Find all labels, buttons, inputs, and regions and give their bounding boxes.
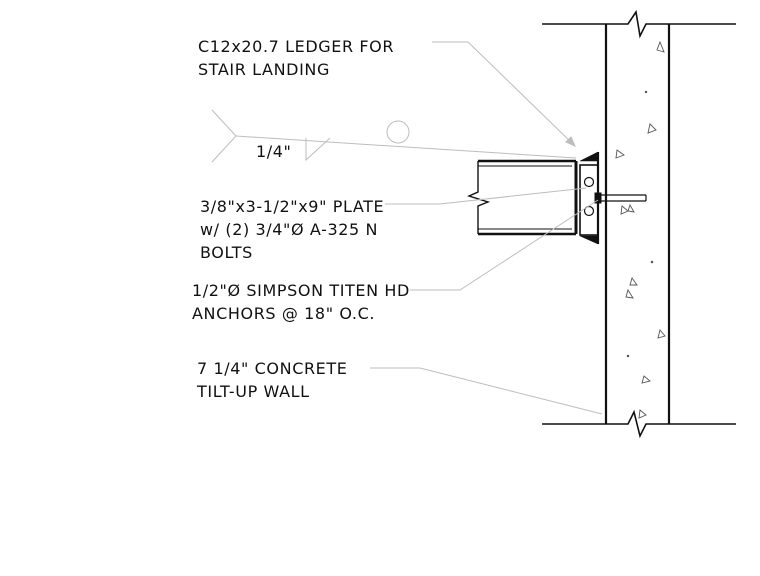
bolt-top [583, 176, 595, 188]
leader-ledger [432, 41, 576, 147]
aggregate-dot [626, 354, 630, 358]
anchor-note-line1: 1/2"Ø SIMPSON TITEN HD [192, 281, 410, 300]
ledger-note: C12x20.7 LEDGER FOR STAIR LANDING [198, 35, 394, 81]
aggregate-mark [627, 203, 635, 213]
aggregate-mark [629, 276, 638, 286]
channel-ledger [467, 159, 578, 236]
leader-anchor [410, 199, 599, 291]
aggregate-dot [644, 90, 648, 94]
bolt-bottom [583, 205, 595, 217]
aggregate-mark [641, 375, 651, 384]
anchor-head [594, 192, 602, 204]
aggregate-dot [650, 260, 654, 264]
aggregate-mark [638, 409, 647, 419]
leader-plate [385, 187, 587, 205]
wall-note-line1: 7 1/4" CONCRETE [197, 359, 348, 378]
aggregate-mark [620, 205, 629, 215]
weld-reference-line [211, 109, 237, 163]
wall-note: 7 1/4" CONCRETE TILT-UP WALL [197, 357, 347, 403]
break-line-bottom [542, 409, 736, 439]
aggregate-mark [657, 329, 666, 339]
ledger-note-line2: STAIR LANDING [198, 60, 330, 79]
anchor-note: 1/2"Ø SIMPSON TITEN HD ANCHORS @ 18" O.C… [192, 279, 410, 325]
aggregate-mark [656, 40, 665, 53]
plate-note-line1: 3/8"x3-1/2"x9" PLATE [200, 197, 385, 216]
plate-note-line2: w/ (2) 3/4"Ø A-325 N [200, 220, 379, 239]
weld-size-label: 1/4" [256, 142, 292, 161]
leader-lines [211, 41, 603, 415]
leader-wall [370, 367, 603, 415]
anchor-note-line2: ANCHORS @ 18" O.C. [192, 304, 376, 323]
ledger-note-line1: C12x20.7 LEDGER FOR [198, 37, 395, 56]
channel-cut-end [467, 161, 491, 234]
weld-fillet-bottom [579, 235, 599, 245]
weld-size-note: 1/4" [256, 140, 292, 163]
break-line-top [542, 9, 736, 39]
aggregate-mark [615, 149, 625, 159]
concrete-hatch [615, 40, 666, 419]
titen-anchor [594, 192, 647, 204]
weld-all-around-circle [386, 120, 410, 144]
weld-fillet-top [579, 151, 599, 162]
weld-fillet-symbol [305, 137, 331, 162]
aggregate-mark [647, 123, 657, 134]
leader-ledger-arrow [565, 136, 576, 147]
plate-note: 3/8"x3-1/2"x9" PLATE w/ (2) 3/4"Ø A-325 … [200, 195, 384, 264]
concrete-wall [542, 9, 736, 439]
aggregate-mark [625, 288, 634, 299]
wall-note-line2: TILT-UP WALL [197, 382, 310, 401]
plate-note-line3: BOLTS [200, 243, 253, 262]
weld-reference-tail-to-arrow [235, 135, 577, 159]
